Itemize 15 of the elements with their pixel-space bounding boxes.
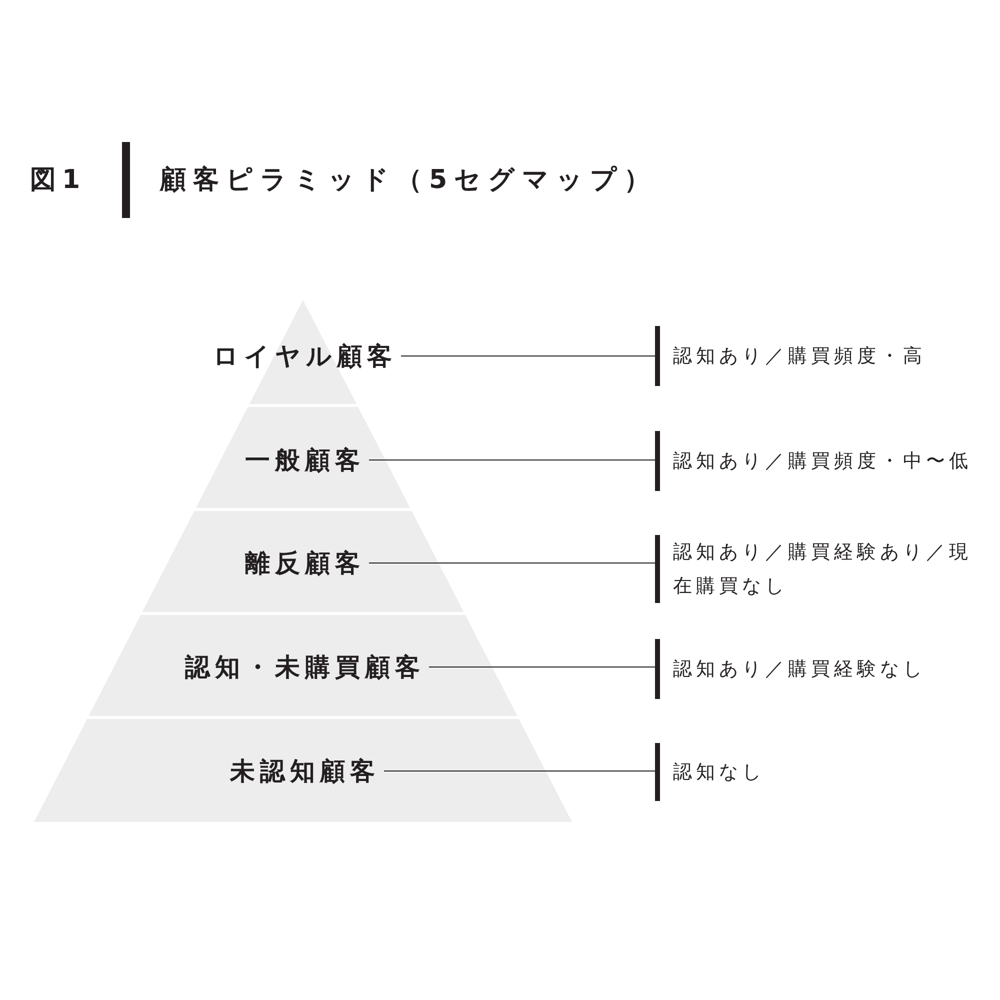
description-text: 認知あり／購買頻度・中〜低 xyxy=(655,431,973,491)
tier-label: 未認知顧客 xyxy=(230,756,380,788)
description-text: 認知あり／購買経験なし xyxy=(655,639,973,699)
description-text: 認知あり／購買経験あり／現在購買なし xyxy=(655,535,973,603)
tier-label: 離反顧客 xyxy=(245,548,365,580)
description-text: 認知なし xyxy=(655,743,973,801)
tier-label: 一般顧客 xyxy=(245,444,365,476)
figure-number: 図1 xyxy=(30,164,86,197)
description-text: 認知あり／購買頻度・高 xyxy=(655,326,973,386)
tier-label: 認知・未購買顧客 xyxy=(185,652,425,684)
diagram-title: 顧客ピラミッド（5セグマップ） xyxy=(160,164,658,197)
leader-line xyxy=(428,666,656,668)
leader-line xyxy=(384,770,656,772)
leader-line xyxy=(368,562,656,564)
tier-label: ロイヤル顧客 xyxy=(213,340,397,372)
